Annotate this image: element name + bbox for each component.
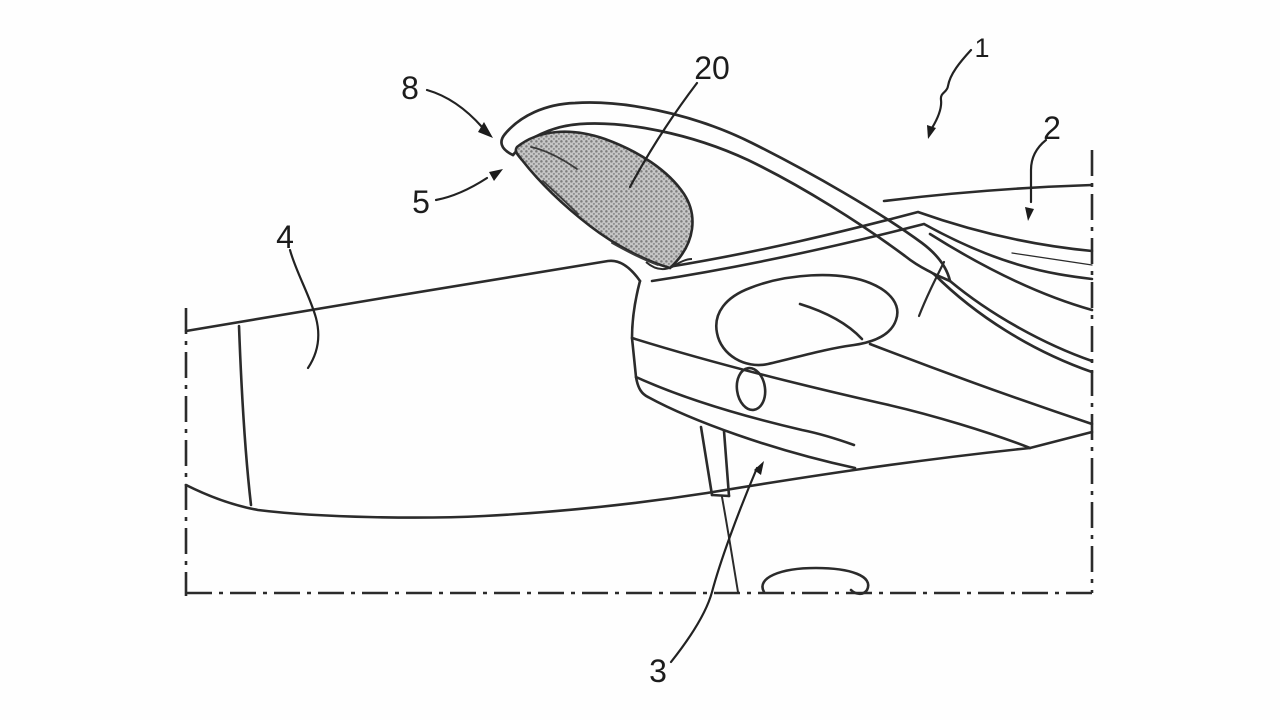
leader-2 xyxy=(1029,138,1048,204)
ref-label-5: 5 xyxy=(412,184,430,220)
windscreen-outer-arc xyxy=(503,101,952,283)
structure-top-edge xyxy=(650,222,1094,283)
blob-tail-curl xyxy=(645,258,693,271)
ref-label-2: 2 xyxy=(1043,110,1061,146)
scuttle-line xyxy=(666,210,1094,269)
lower-body-line xyxy=(184,430,1094,519)
pillar-outer-line xyxy=(948,279,1094,363)
fan-line-3 xyxy=(928,232,1094,312)
leader-8 xyxy=(425,88,484,129)
arrowhead-8 xyxy=(478,122,493,138)
structure-bottom-edge xyxy=(646,395,857,470)
vehicle-body-lines xyxy=(184,183,1094,596)
ref-label-1: 1 xyxy=(974,33,989,63)
blob-crease-2 xyxy=(542,180,579,215)
fan-line-thin xyxy=(1011,252,1093,266)
structure-left-edge xyxy=(630,279,650,399)
leader-5 xyxy=(434,176,489,202)
hood-line xyxy=(184,259,642,333)
leader-4 xyxy=(288,248,320,370)
arrowheads xyxy=(478,122,1034,475)
pillar-inner-line xyxy=(932,272,1094,374)
blob-crease-3 xyxy=(611,242,659,266)
blob-crease-1 xyxy=(530,146,578,170)
shaded-element-20 xyxy=(514,130,694,271)
small-port-ellipse xyxy=(735,366,767,412)
reference-numerals: 8 5 20 4 1 2 3 xyxy=(276,33,1061,689)
leader-3 xyxy=(669,466,759,664)
shaded-blob xyxy=(514,130,694,270)
ref-label-3: 3 xyxy=(649,653,667,689)
belt-line xyxy=(882,183,1094,203)
door-diagonal-lower xyxy=(634,375,856,447)
strut-left xyxy=(699,425,714,497)
windscreen-inner-arc xyxy=(511,122,936,276)
fender-rim-line xyxy=(868,342,1094,426)
front-face-line xyxy=(237,324,253,507)
leader-20 xyxy=(628,81,699,189)
strut-right xyxy=(722,429,731,498)
ref-label-8: 8 xyxy=(401,70,419,106)
arrowhead-1 xyxy=(927,125,936,139)
ref-label-4: 4 xyxy=(276,219,294,255)
strut-drop-line xyxy=(721,496,739,593)
windscreen-tip xyxy=(500,132,515,157)
leader-lines xyxy=(288,48,1048,664)
door-diagonal-upper xyxy=(630,336,1032,450)
ref-label-20: 20 xyxy=(694,50,730,86)
leader-1 xyxy=(930,48,973,130)
door-front-edge xyxy=(917,260,946,318)
kidney-inner-rim xyxy=(798,302,864,341)
arrowhead-5 xyxy=(489,169,503,181)
strut-foot xyxy=(710,493,731,498)
base-dome xyxy=(761,566,870,596)
windscreen-frame xyxy=(500,101,1094,374)
arrowhead-2 xyxy=(1025,207,1034,221)
arrowhead-3 xyxy=(754,461,764,475)
kidney-opening xyxy=(714,273,899,367)
